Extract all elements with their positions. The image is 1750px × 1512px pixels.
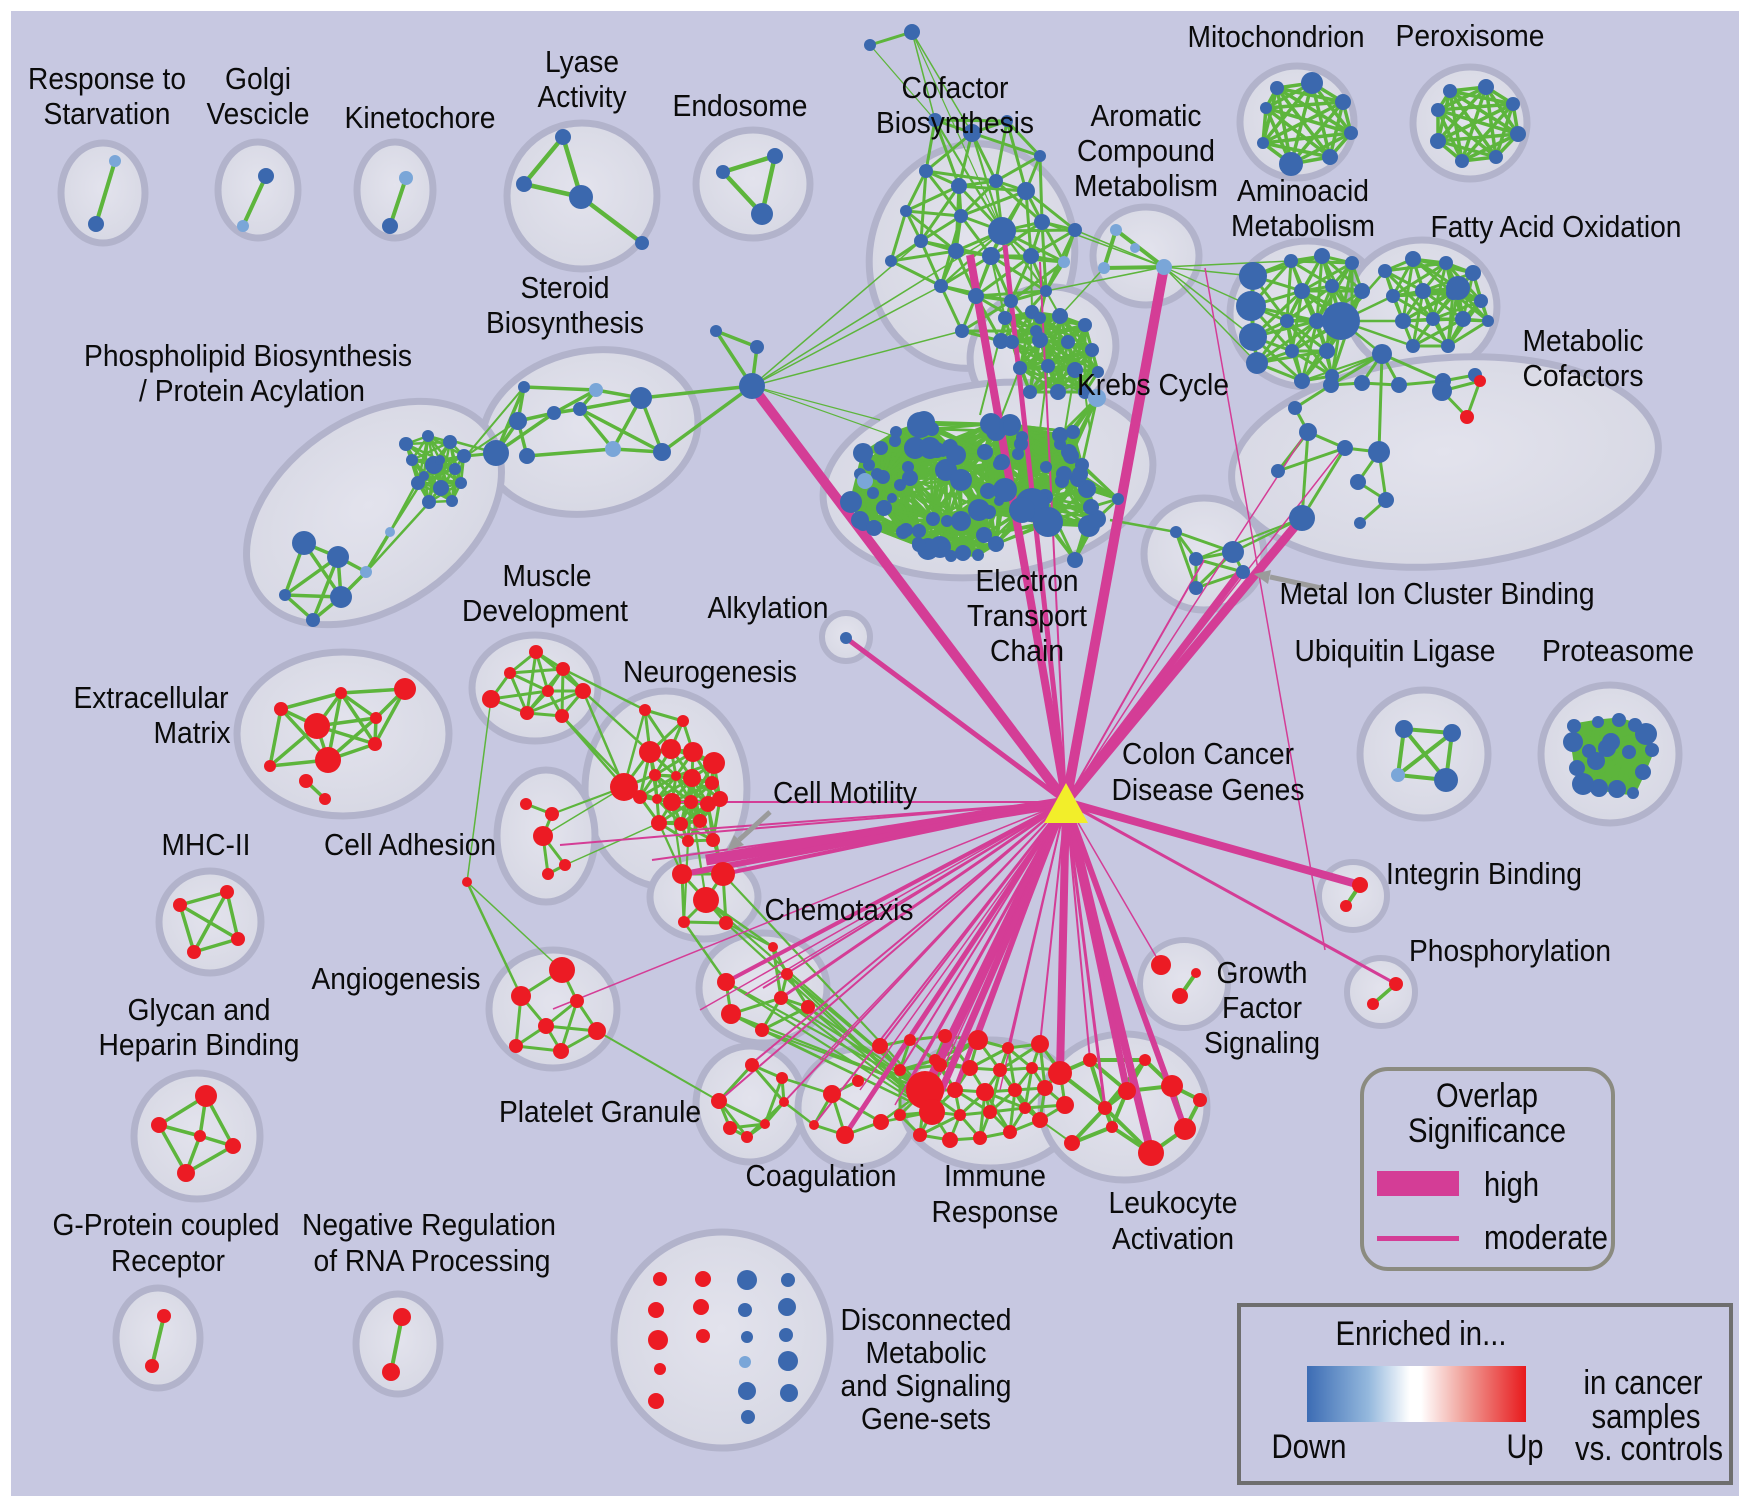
svg-text:G-Protein coupled: G-Protein coupled [53, 1207, 280, 1242]
svg-text:Enriched in...: Enriched in... [1336, 1315, 1507, 1353]
svg-text:Starvation: Starvation [44, 96, 171, 131]
svg-text:Cell Adhesion: Cell Adhesion [324, 827, 496, 862]
svg-text:Metabolism: Metabolism [1074, 168, 1218, 203]
svg-text:Matrix: Matrix [154, 715, 231, 750]
svg-text:Coagulation: Coagulation [746, 1158, 897, 1193]
svg-text:Phospholipid Biosynthesis: Phospholipid Biosynthesis [84, 338, 412, 373]
svg-text:/ Protein Acylation: / Protein Acylation [139, 373, 365, 408]
svg-text:Overlap: Overlap [1436, 1077, 1538, 1115]
svg-text:Aminoacid: Aminoacid [1237, 173, 1369, 208]
svg-text:Fatty Acid Oxidation: Fatty Acid Oxidation [1431, 209, 1682, 244]
svg-text:high: high [1484, 1166, 1539, 1204]
svg-text:Receptor: Receptor [111, 1243, 225, 1278]
svg-text:Aromatic: Aromatic [1091, 98, 1202, 133]
svg-text:Electron: Electron [976, 563, 1079, 598]
svg-text:Compound: Compound [1077, 133, 1215, 168]
svg-text:Chain: Chain [990, 633, 1064, 668]
svg-text:Vescicle: Vescicle [207, 96, 310, 131]
svg-text:Endosome: Endosome [673, 88, 808, 123]
svg-text:Phosphorylation: Phosphorylation [1409, 933, 1611, 968]
svg-text:Negative Regulation: Negative Regulation [302, 1207, 556, 1242]
svg-text:Golgi: Golgi [225, 61, 291, 96]
svg-text:Metal Ion Cluster Binding: Metal Ion Cluster Binding [1280, 576, 1595, 611]
svg-text:vs. controls: vs. controls [1575, 1430, 1723, 1468]
svg-text:and Signaling: and Signaling [841, 1368, 1012, 1403]
svg-text:Leukocyte: Leukocyte [1109, 1185, 1238, 1220]
svg-text:Cofactor: Cofactor [902, 70, 1009, 105]
svg-text:Cofactors: Cofactors [1523, 358, 1644, 393]
svg-text:Platelet Granule: Platelet Granule [499, 1094, 701, 1129]
svg-text:Factor: Factor [1222, 990, 1302, 1025]
svg-text:Steroid: Steroid [521, 270, 610, 305]
svg-text:samples: samples [1592, 1398, 1701, 1436]
svg-text:Angiogenesis: Angiogenesis [312, 961, 481, 996]
svg-text:Peroxisome: Peroxisome [1396, 18, 1545, 53]
svg-text:Down: Down [1272, 1428, 1347, 1466]
svg-text:of RNA Processing: of RNA Processing [314, 1243, 551, 1278]
svg-text:Metabolism: Metabolism [1231, 208, 1375, 243]
svg-text:Lyase: Lyase [545, 44, 619, 79]
svg-text:Immune: Immune [944, 1158, 1046, 1193]
svg-text:Krebs Cycle: Krebs Cycle [1077, 367, 1229, 402]
svg-text:Disconnected: Disconnected [841, 1302, 1012, 1337]
svg-text:moderate: moderate [1484, 1219, 1608, 1257]
svg-text:Up: Up [1507, 1428, 1544, 1466]
svg-text:Neurogenesis: Neurogenesis [623, 654, 797, 689]
svg-text:Disease Genes: Disease Genes [1112, 772, 1305, 807]
svg-text:Gene-sets: Gene-sets [861, 1401, 991, 1436]
svg-text:Biosynthesis: Biosynthesis [876, 105, 1034, 140]
svg-text:Cell Motility: Cell Motility [773, 775, 917, 810]
svg-text:Signaling: Signaling [1204, 1025, 1320, 1060]
svg-text:Growth: Growth [1217, 955, 1308, 990]
svg-text:Integrin Binding: Integrin Binding [1386, 856, 1582, 891]
svg-text:Response: Response [932, 1194, 1059, 1229]
svg-text:Ubiquitin Ligase: Ubiquitin Ligase [1295, 633, 1496, 668]
svg-text:Proteasome: Proteasome [1542, 633, 1694, 668]
svg-text:Activity: Activity [538, 79, 627, 114]
svg-text:Development: Development [462, 593, 628, 628]
svg-text:Mitochondrion: Mitochondrion [1188, 19, 1365, 54]
svg-text:Glycan and: Glycan and [128, 992, 271, 1027]
svg-text:Kinetochore: Kinetochore [345, 100, 496, 135]
svg-text:Chemotaxis: Chemotaxis [765, 892, 914, 927]
svg-text:Colon Cancer: Colon Cancer [1122, 736, 1294, 771]
svg-text:Alkylation: Alkylation [708, 590, 829, 625]
svg-text:Metabolic: Metabolic [1523, 323, 1644, 358]
svg-text:Metabolic: Metabolic [866, 1335, 987, 1370]
svg-text:Extracellular: Extracellular [74, 680, 229, 715]
svg-text:Transport: Transport [967, 598, 1087, 633]
svg-text:Activation: Activation [1112, 1221, 1234, 1256]
svg-text:Heparin Binding: Heparin Binding [99, 1027, 300, 1062]
svg-text:Response to: Response to [28, 61, 186, 96]
svg-text:Biosynthesis: Biosynthesis [486, 305, 644, 340]
svg-text:in cancer: in cancer [1584, 1364, 1703, 1402]
svg-text:MHC-II: MHC-II [162, 827, 251, 862]
svg-text:Significance: Significance [1408, 1112, 1566, 1150]
svg-text:Muscle: Muscle [503, 558, 592, 593]
